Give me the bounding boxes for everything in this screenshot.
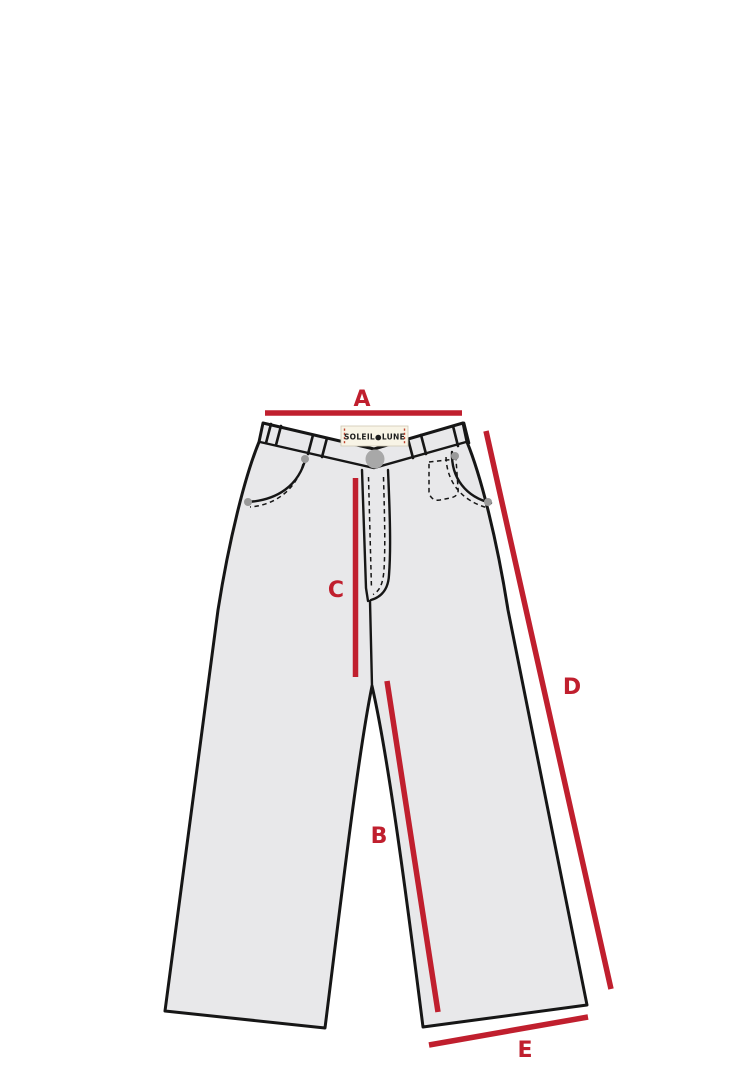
left-pocket-stitching [249,463,304,508]
belt-loops [264,421,471,460]
pants-silhouette [163,421,589,1030]
brand-label: SOLEIL●LUNE [340,425,409,447]
measurement-line-d [483,430,614,990]
rivet-icon [484,498,492,506]
measurement-label-b: B [371,824,388,849]
measurement-annotations: A B C D E [265,387,614,1063]
brand-label-tag [340,425,409,447]
rivet-icon [244,498,252,506]
measurement-line-e [428,1014,589,1048]
right-front-pocket [428,450,493,509]
belt-loop-icon [306,433,329,459]
measurement-line-b [384,680,441,1013]
fly-stitching [367,476,386,596]
brand-label-text: SOLEIL●LUNE [344,433,405,442]
measurement-label-a: A [353,387,370,412]
rivet-icon [301,455,309,463]
pants-drawing: SOLEIL●LUNE [163,421,589,1030]
button-fly [360,468,392,688]
left-pocket-opening [246,455,308,504]
belt-loop-icon [264,422,283,447]
measurement-label-d: D [563,675,581,700]
fly-placket-right-edge [369,468,392,602]
belt-loop-icon [451,421,471,448]
coin-pocket-stitching [428,458,459,501]
rivet-icon [451,452,459,460]
left-front-pocket [244,455,309,508]
waist-button-icon [365,449,385,469]
fly-placket-left-edge [360,468,370,603]
front-rise-seam [368,599,374,688]
belt-loop-icon [406,433,428,460]
measurement-label-e: E [517,1038,532,1063]
measurement-label-c: C [328,578,344,603]
